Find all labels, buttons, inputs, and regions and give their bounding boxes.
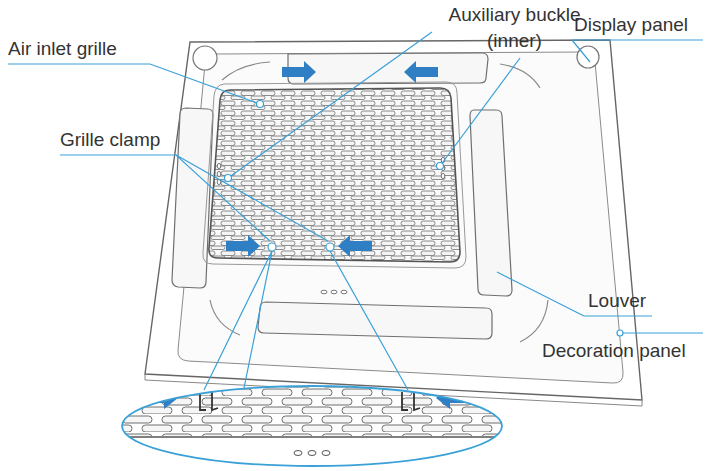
direction-arrow (226, 61, 438, 257)
inset-detail (110, 380, 520, 456)
part-label: Display panel (574, 12, 688, 38)
part-label: Auxiliary buckle (inner) (432, 2, 597, 54)
louver-top (288, 53, 488, 84)
part-label: Air inlet grille (8, 36, 117, 62)
part-label: Grille clamp (60, 127, 160, 153)
leader-dot (225, 101, 624, 337)
part-label: Louver (588, 288, 646, 314)
leader-line (8, 32, 703, 390)
magnifier-outline (122, 386, 502, 466)
air-inlet-grille (209, 88, 460, 262)
indicator-dots (217, 157, 445, 293)
louver-bottom (258, 302, 492, 339)
part-label: Decoration panel (542, 338, 686, 364)
grille-frame (203, 82, 466, 268)
corner-cap (193, 46, 217, 70)
louver-right (470, 110, 512, 296)
